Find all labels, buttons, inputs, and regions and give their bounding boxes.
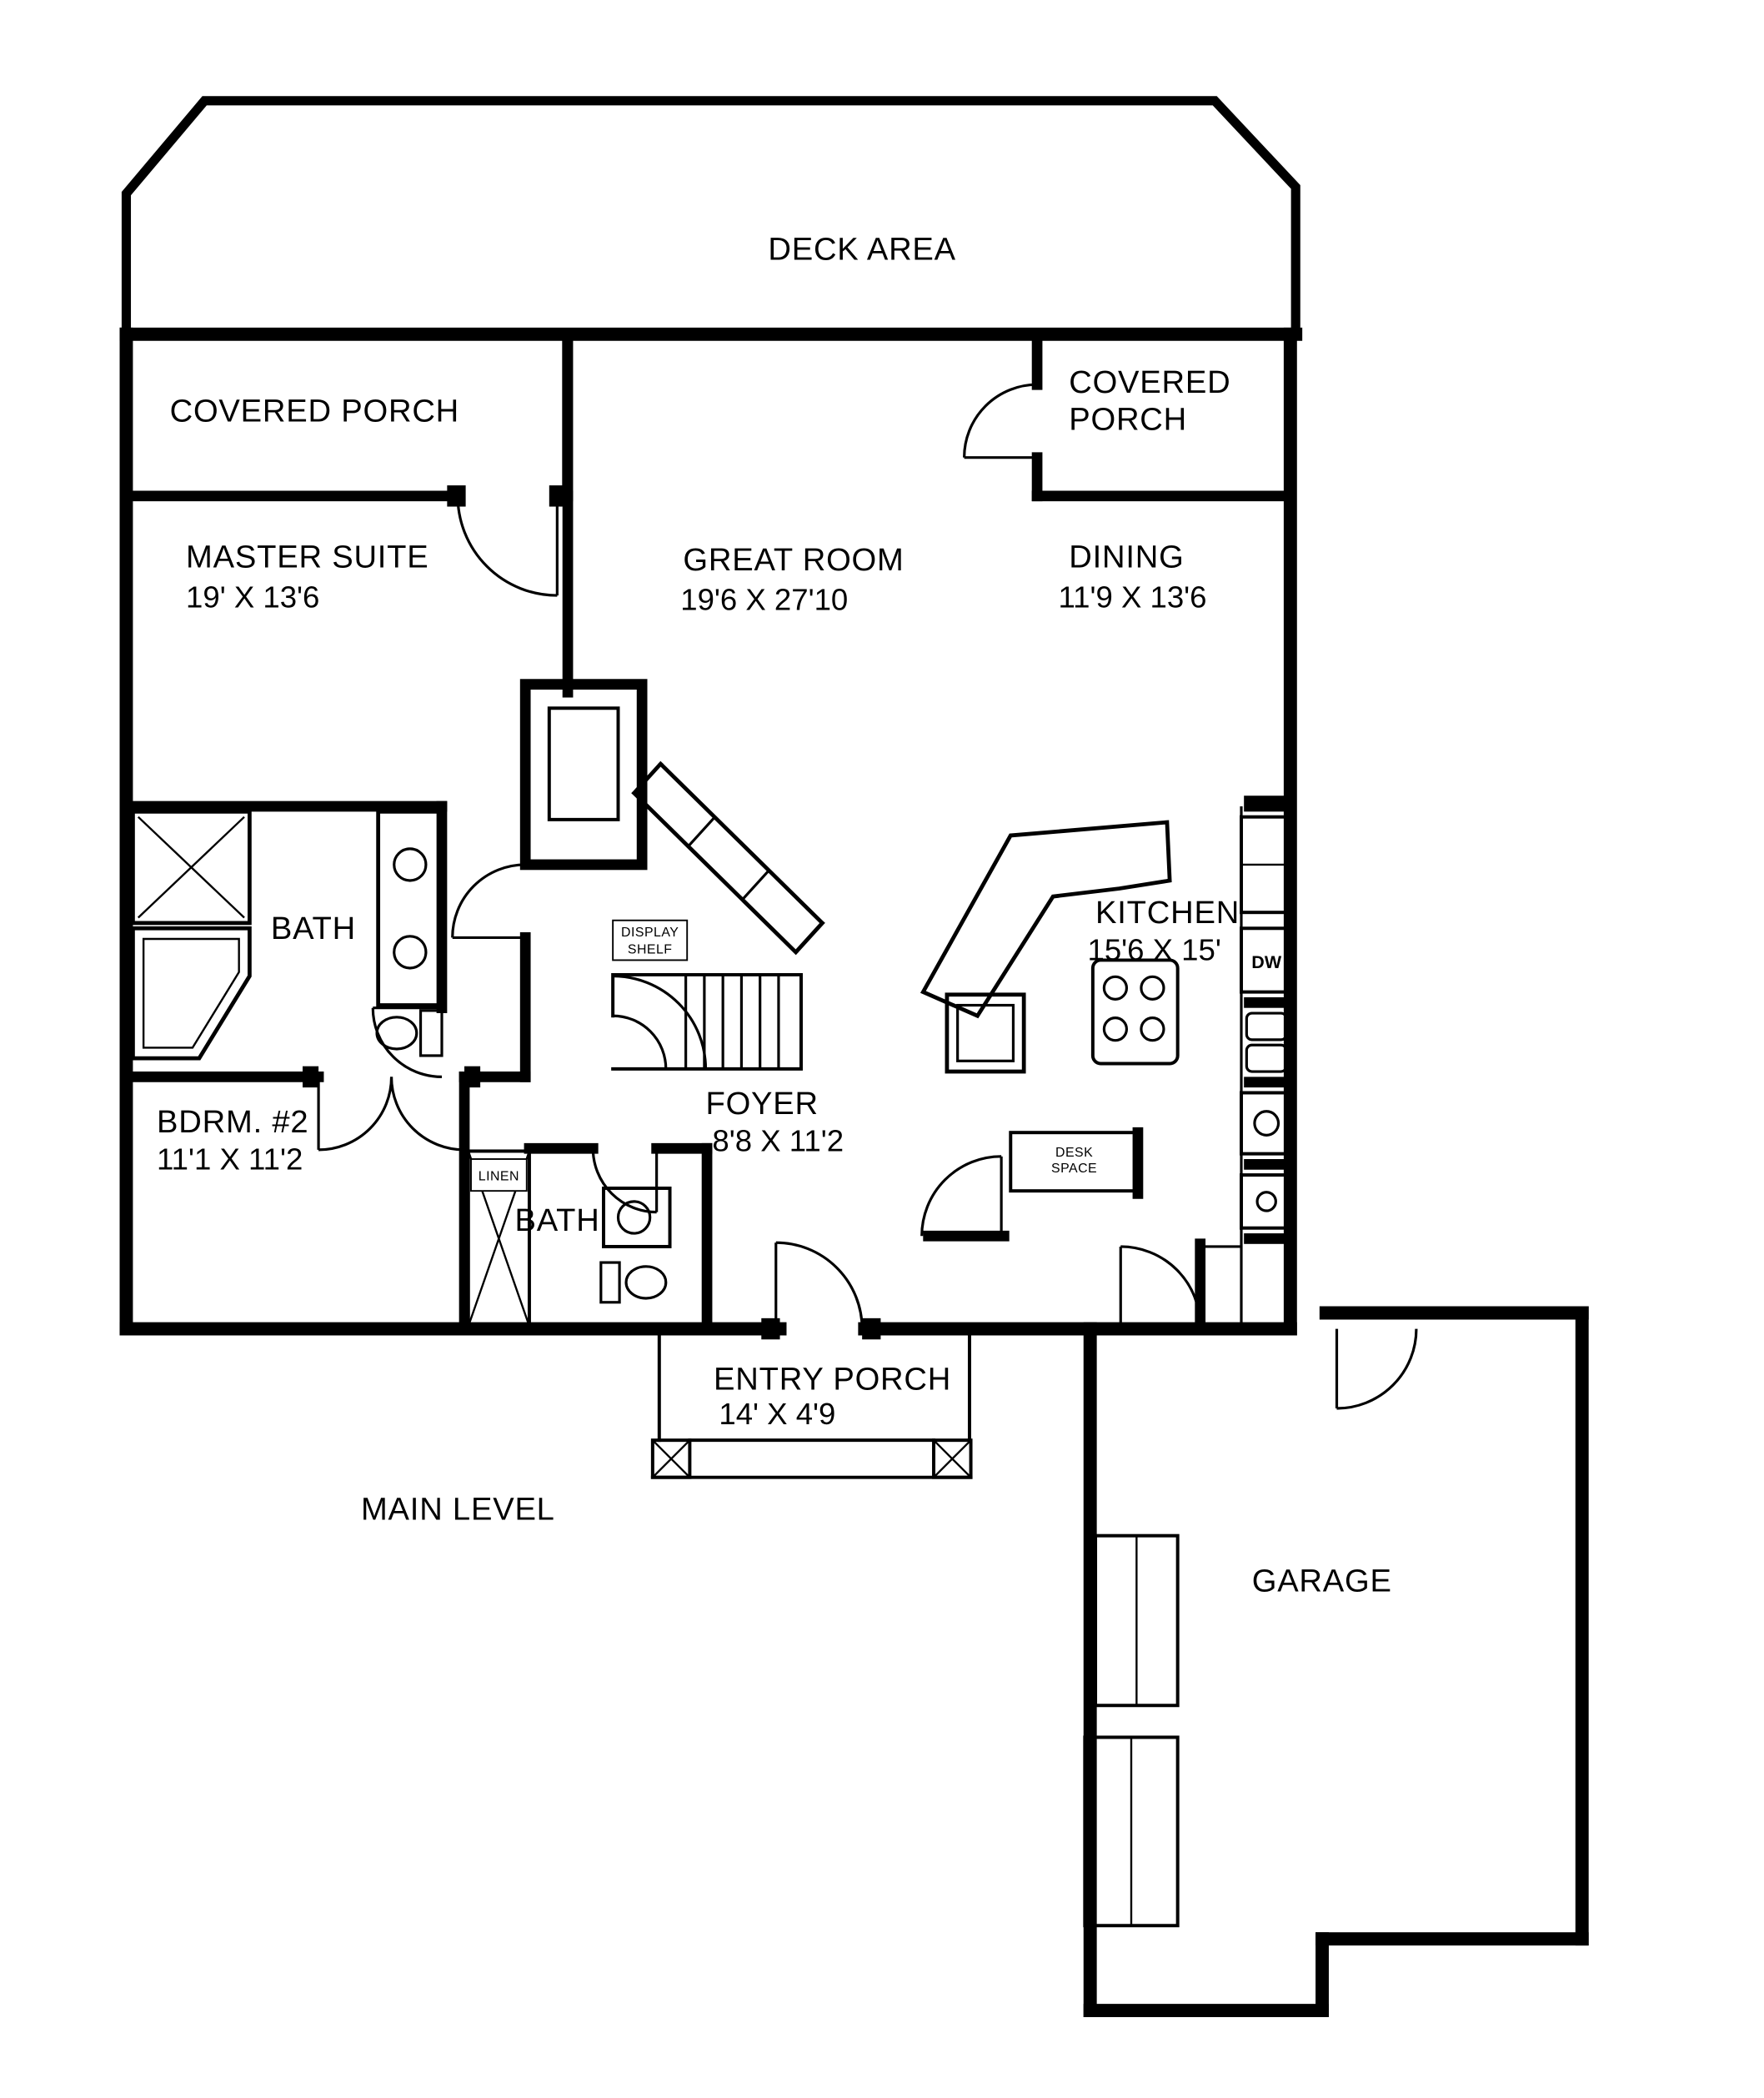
door-arc	[963, 383, 1038, 459]
labels: DECK AREA COVERED PORCH COVERED PORCH MA…	[157, 232, 1392, 1599]
kitchen-dims: 15'6 X 15'	[1088, 932, 1221, 966]
display-shelf: DISPLAY SHELF	[612, 760, 825, 961]
door-arc	[1119, 1245, 1202, 1327]
cooktop	[1090, 958, 1180, 1066]
hall-bath-label: BATH	[514, 1202, 599, 1238]
toilet	[375, 1009, 444, 1057]
desk-space-label-line2: SPACE	[1051, 1162, 1097, 1176]
master-bath-fixtures	[131, 809, 444, 1061]
appliance	[1240, 1173, 1292, 1230]
door-arc	[1335, 1328, 1418, 1410]
dishwasher-label: DW	[1251, 952, 1282, 972]
garage-interior	[1083, 1533, 1180, 1928]
foyer-dims: 8'8 X 11'2	[712, 1123, 844, 1157]
covered-porch-right-label-line1: COVERED	[1069, 364, 1230, 400]
oven	[1240, 1091, 1292, 1156]
entry-porch-structure	[650, 1327, 973, 1479]
linen-label: LINEN	[479, 1169, 519, 1183]
covered-porch-left-label: COVERED PORCH	[170, 394, 459, 429]
dining-dims: 11'9 X 13'6	[1059, 580, 1207, 614]
sink	[1245, 1011, 1288, 1041]
display-shelf-label-line1: DISPLAY	[621, 926, 679, 940]
great-room-label: GREAT ROOM	[683, 542, 904, 578]
bdrm2-label: BDRM. #2	[157, 1104, 308, 1140]
toilet	[599, 1261, 668, 1304]
door-arc	[371, 1006, 442, 1078]
garage-label: GARAGE	[1252, 1563, 1392, 1599]
covered-porch-right-label-line2: PORCH	[1069, 401, 1187, 437]
display-shelf-label-line2: SHELF	[628, 942, 673, 956]
door-arc	[591, 1148, 659, 1214]
master-suite-label: MASTER SUITE	[186, 540, 429, 575]
deck-area-label: DECK AREA	[768, 232, 956, 268]
stairs	[611, 972, 803, 1071]
door-arc	[451, 863, 526, 939]
master-suite-dims: 19' X 13'6	[186, 580, 319, 614]
door-arc	[389, 1077, 466, 1152]
vanity	[602, 1187, 672, 1248]
kitchen-wall-appliances: DW	[1240, 796, 1292, 1329]
door-arc	[317, 1077, 393, 1152]
porch-post-left	[650, 1438, 692, 1479]
great-room-dims: 19'6 X 27'10	[680, 583, 848, 617]
entry-porch-label: ENTRY PORCH	[714, 1362, 951, 1398]
garage-walls	[1083, 1306, 1589, 2017]
entry-porch-dims: 14' X 4'9	[719, 1397, 835, 1431]
bdrm2-dims: 11'1 X 11'2	[157, 1142, 303, 1177]
desk-space-label-line1: DESK	[1055, 1146, 1093, 1160]
porch-post-right	[932, 1438, 973, 1479]
desk-nook: DESK SPACE	[1009, 1131, 1140, 1193]
bathtub	[131, 926, 252, 1061]
linen-closet: LINEN	[466, 1149, 531, 1328]
fireplace	[519, 679, 648, 871]
dishwasher	[1240, 926, 1292, 994]
door-swings	[317, 383, 1418, 1410]
sink	[1245, 1043, 1288, 1073]
dining-label: DINING	[1069, 540, 1184, 575]
kitchen-island	[920, 820, 1172, 1074]
door-arc	[920, 1155, 1003, 1237]
foyer-label: FOYER	[705, 1086, 818, 1122]
shower	[131, 809, 252, 926]
main-level-label: MAIN LEVEL	[361, 1492, 555, 1528]
master-bath-label: BATH	[271, 911, 356, 946]
interior-walls	[121, 329, 1296, 1334]
winder-steps	[613, 974, 708, 1069]
double-vanity	[376, 809, 444, 1007]
door-arc	[774, 1241, 864, 1329]
door-arc	[456, 495, 559, 597]
kitchen-label: KITCHEN	[1095, 895, 1240, 931]
hall-bath-fixtures	[599, 1187, 672, 1304]
deck-outline	[121, 96, 1300, 339]
